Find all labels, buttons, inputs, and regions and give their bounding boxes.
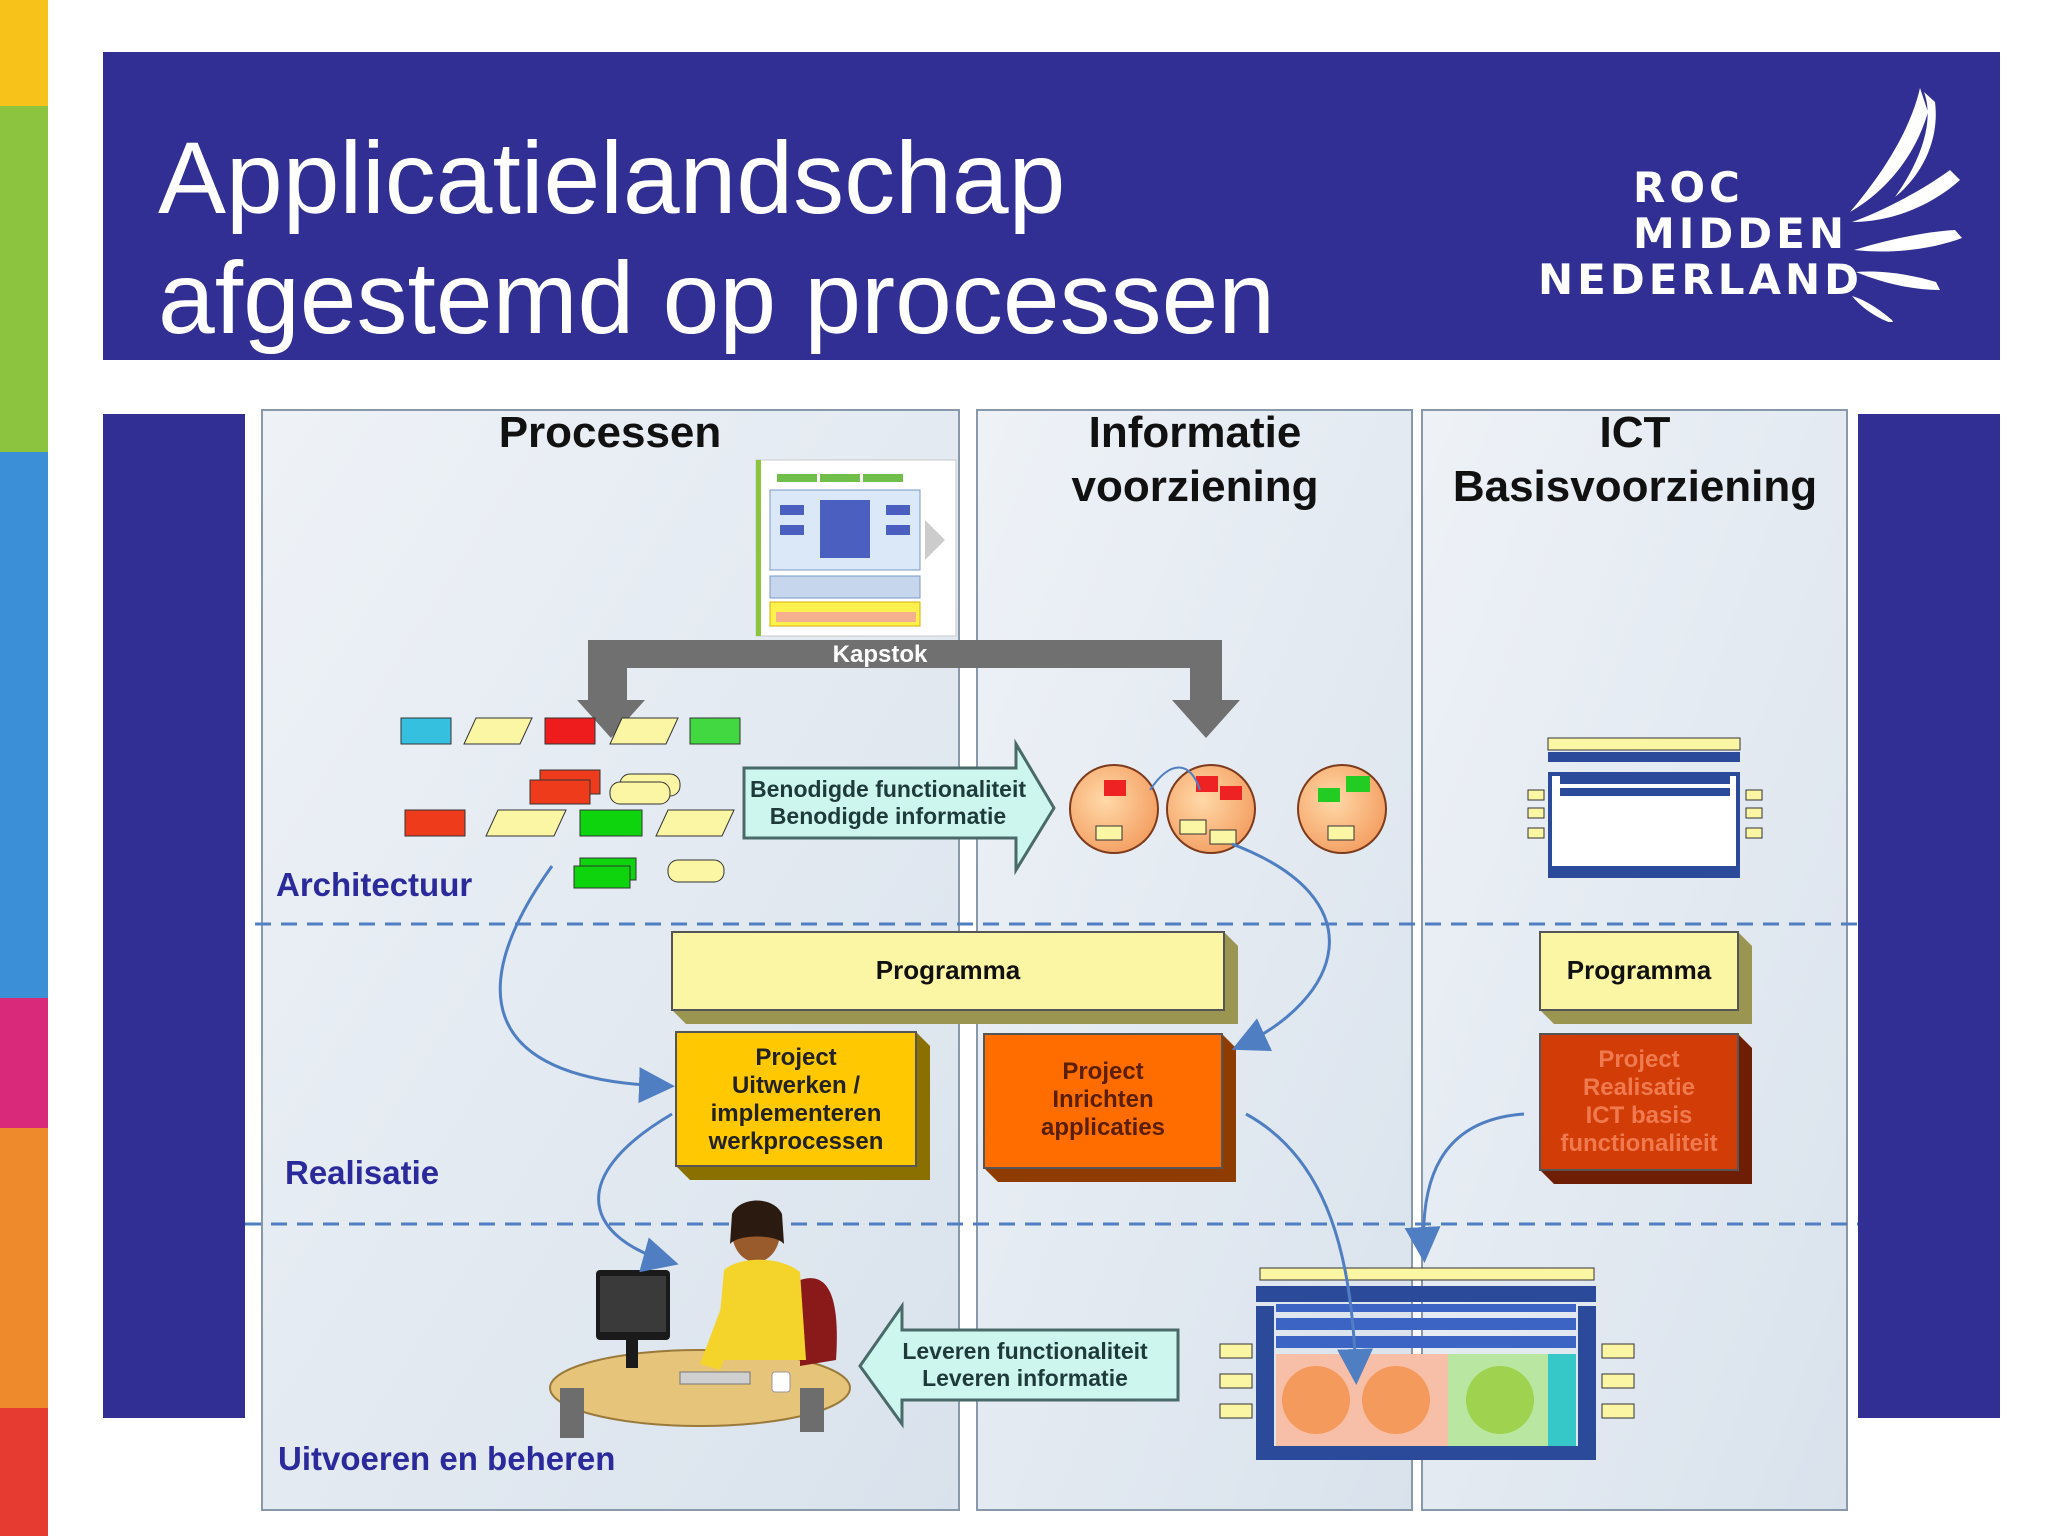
slide-title-line2: afgestemd op processen (158, 241, 1276, 355)
stripe-green (0, 106, 48, 452)
connector-arrow-realisatie-to-landscape (1404, 1112, 1525, 1263)
project-realisatie-line1: Project (1598, 1046, 1680, 1073)
left-side-panel (103, 414, 245, 1418)
process-model-thumbnail (755, 459, 957, 637)
connector-arrow-uitwerken-to-person (597, 1112, 679, 1273)
column-header-processen: Processen (498, 408, 722, 457)
project-uitwerken-line2: Uitwerken / (731, 1072, 861, 1099)
right-side-panel (1858, 414, 2000, 1418)
stripe-blue (0, 452, 48, 998)
benodigde-arrow (742, 738, 1056, 876)
programma-right-block (1539, 931, 1752, 1024)
project-inrichten-block (983, 1033, 1236, 1182)
row-label-architectuur: Architectuur (276, 866, 473, 903)
project-uitwerken-label: Project Uitwerken / implementeren werkpr… (676, 1044, 916, 1156)
column-header-ict-line1: ICT (1599, 408, 1671, 457)
project-realisatie-line2: Realisatie (1582, 1074, 1696, 1101)
ict-architecture-thumbnail (1527, 737, 1763, 878)
project-inrichten-label: Project Inrichten applicaties (984, 1058, 1222, 1142)
slide-title-line1: Applicatielandschap (158, 121, 1066, 235)
brand-color-stripe (0, 0, 48, 1536)
connector-arrow-architectuur-to-uitwerken (498, 865, 675, 1104)
column-header-ict: ICT Basisvoorziening (1428, 406, 1842, 514)
project-inrichten-line3: applicaties (1040, 1114, 1166, 1141)
programma-left-block (671, 931, 1238, 1024)
slide-title: Applicatielandschap afgestemd op process… (158, 118, 1275, 358)
project-uitwerken-line3: implementeren (710, 1100, 882, 1127)
stripe-red (0, 1408, 48, 1536)
stripe-magenta (0, 998, 48, 1128)
benodigde-label: Benodigde functionaliteit Benodigde info… (748, 776, 1028, 830)
leveren-functionaliteit: Leveren functionaliteit (902, 1338, 1148, 1364)
programma-right-label: Programma (1566, 955, 1712, 985)
project-uitwerken-block (675, 1031, 930, 1180)
connector-arrow-circle-to-inrichten (1231, 842, 1331, 1052)
column-header-informatie-line2: voorziening (1071, 462, 1319, 511)
leveren-arrow (858, 1301, 1180, 1429)
kapstok-arrow (577, 640, 1240, 738)
column-header-ict-line2: Basisvoorziening (1452, 462, 1818, 511)
person-at-computer-illustration (549, 1200, 851, 1438)
row-label-uitvoeren: Uitvoeren en beheren (278, 1440, 616, 1477)
stripe-yellow (0, 0, 48, 106)
project-realisatie-block (1539, 1033, 1752, 1184)
application-landscape-thumbnail (1219, 1267, 1635, 1460)
connector-arrow-inrichten-to-landscape (1245, 1112, 1374, 1385)
project-uitwerken-line1: Project (755, 1044, 837, 1071)
column-header-informatie-line1: Informatie (1088, 408, 1302, 457)
project-inrichten-line1: Project (1062, 1058, 1144, 1085)
logo-text-roc: ROC (1633, 163, 1744, 212)
column-header-informatie: Informatie voorziening (1000, 406, 1390, 514)
row-label-realisatie: Realisatie (285, 1154, 440, 1191)
process-shapes (400, 717, 741, 889)
kapstok-label: Kapstok (832, 641, 928, 668)
leveren-label: Leveren functionaliteit Leveren informat… (880, 1338, 1170, 1392)
leveren-informatie: Leveren informatie (922, 1365, 1128, 1391)
programma-left-label: Programma (875, 955, 1021, 985)
project-realisatie-line3: ICT basis (1585, 1102, 1693, 1129)
logo-text-midden: MIDDEN (1633, 209, 1848, 258)
stripe-orange (0, 1128, 48, 1408)
application-circles (1069, 764, 1387, 854)
project-uitwerken-line4: werkprocessen (708, 1128, 884, 1155)
title-banner (103, 52, 2000, 360)
project-realisatie-label: Project Realisatie ICT basis functionali… (1540, 1046, 1738, 1158)
logo-text-nederland: NEDERLAND (1538, 255, 1864, 304)
project-realisatie-line4: functionaliteit (1560, 1130, 1718, 1157)
feather-icon (1850, 88, 1962, 322)
benodigde-informatie: Benodigde informatie (769, 803, 1007, 829)
benodigde-functionaliteit: Benodigde functionaliteit (750, 776, 1026, 802)
project-inrichten-line2: Inrichten (1052, 1086, 1154, 1113)
